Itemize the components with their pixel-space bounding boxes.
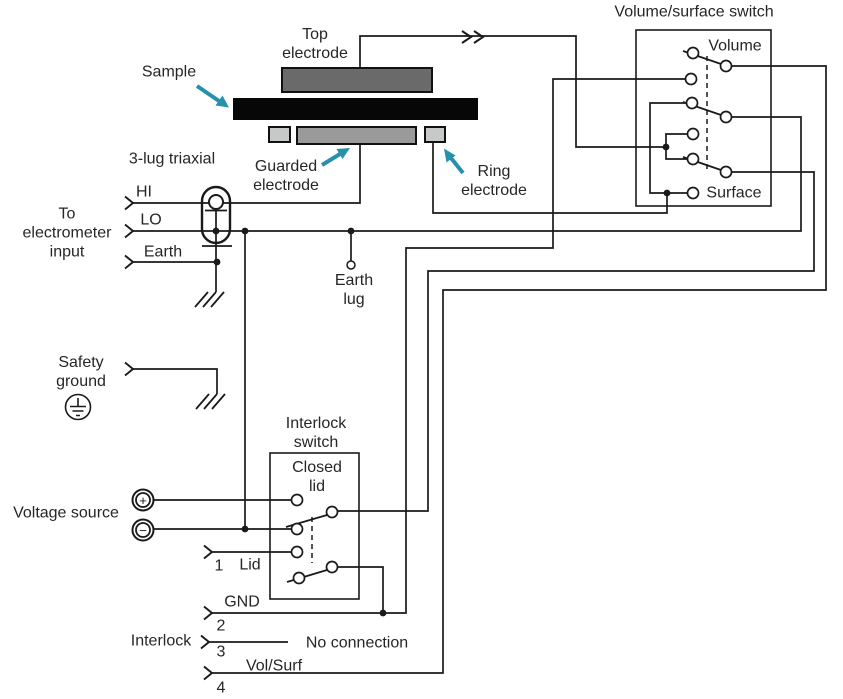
grounds	[64, 291, 226, 421]
junction-dot	[241, 525, 249, 533]
pin3-no-connection-label: No connection	[305, 634, 409, 652]
junction-dots	[212, 143, 671, 617]
contact-interlock-lid	[290, 545, 304, 559]
guarded-electrode-arrow-icon	[320, 148, 350, 167]
wire-volsurf-net	[212, 65, 827, 674]
pin1-chevron	[203, 544, 214, 560]
surface-position-label: Surface	[706, 184, 762, 202]
top-electrode	[281, 67, 433, 93]
sample-label: Sample	[141, 63, 197, 81]
pin2-number: 2	[216, 617, 226, 635]
contact-interlock-common2	[325, 560, 339, 574]
junction-dot	[347, 227, 355, 235]
sample-arrow-icon	[195, 84, 229, 108]
hi-pin-chevron	[124, 195, 135, 211]
triax-connector	[200, 185, 232, 245]
interlock-connector-label: Interlock	[130, 632, 192, 650]
pin3-number: 3	[216, 643, 226, 661]
pin1-number: 1	[214, 557, 224, 575]
safety-ground-label: Safety ground	[56, 354, 106, 390]
contact-interlock-open	[292, 571, 306, 585]
pin-chevrons	[124, 30, 485, 681]
electrode-stack	[233, 67, 478, 145]
contact-s2-lower	[686, 127, 700, 141]
contact-interlock-plus	[290, 493, 304, 507]
contact-s1-lower	[684, 72, 698, 86]
callout-arrows	[195, 84, 465, 175]
interlock-switch-title: Interlock switch	[285, 415, 347, 451]
contact-s2-upper	[685, 96, 699, 110]
earth-lug-label: Earth lug	[334, 272, 374, 308]
voltage-source-terminals: + −	[131, 488, 155, 542]
contact-s1-common	[719, 59, 733, 73]
triax-center-pin	[208, 194, 224, 210]
minus-sign: −	[139, 523, 147, 538]
lo-terminal-label: LO	[140, 211, 162, 229]
electrometer-input-label: To electrometer input	[22, 205, 112, 261]
triax-shell	[200, 185, 232, 245]
triaxial-connector-label: 3-lug triaxial	[128, 150, 216, 168]
hi-terminal-label: HI	[136, 183, 152, 201]
contact-surface-pos	[686, 186, 700, 200]
volume-surface-switch-title: Volume/surface switch	[614, 3, 774, 21]
interlock-switch-box	[269, 452, 360, 600]
wires	[133, 35, 827, 674]
safety-ground-icon	[195, 393, 226, 410]
chassis-ground-icon	[194, 291, 225, 308]
volume-surface-switch-box	[635, 29, 772, 207]
pin2-gnd-label: GND	[224, 593, 260, 611]
contact-volume-pos	[686, 46, 700, 60]
ring-electrode-label: Ring electrode	[461, 163, 527, 199]
earth-pin-chevron	[124, 254, 135, 270]
junction-dot	[213, 258, 221, 266]
contact-interlock-common1	[325, 505, 339, 519]
wire-gnd-net	[212, 78, 685, 614]
plus-sign: +	[139, 493, 147, 508]
safety-ground-chevron	[124, 361, 135, 377]
junction-dot	[662, 143, 670, 151]
switch-contacts	[290, 46, 733, 585]
vminus-terminal: −	[131, 518, 155, 542]
guarded-electrode	[296, 126, 417, 145]
volume-position-label: Volume	[708, 37, 762, 55]
earth-terminal-label: Earth	[143, 243, 183, 261]
contact-interlock-minus	[290, 522, 304, 536]
pin3-chevron	[200, 634, 211, 650]
junction-dot	[212, 227, 220, 235]
contact-s3-common	[719, 165, 733, 179]
sample-bar	[233, 98, 478, 120]
wire-safety-ground	[133, 368, 218, 394]
closed-lid-label: Closed lid	[292, 459, 342, 495]
junction-dot	[241, 227, 249, 235]
earth-lug-terminal	[346, 260, 356, 270]
protective-earth-icon	[64, 393, 92, 421]
pin2-chevron	[203, 605, 214, 621]
pin4-chevron	[203, 665, 214, 681]
guarded-electrode-label: Guarded electrode	[253, 158, 319, 194]
lo-pin-chevron	[124, 223, 135, 239]
pin4-volsurf-label: Vol/Surf	[245, 657, 303, 675]
junction-dot	[663, 189, 671, 197]
contact-s2-common	[719, 110, 733, 124]
wire-s3-interlock	[338, 171, 815, 512]
wire-break-chevrons-icon	[461, 30, 485, 44]
ring-electrode	[424, 126, 446, 143]
guard-left-electrode	[268, 126, 291, 143]
pin4-number: 4	[216, 679, 226, 697]
wire-top-electrode-net	[359, 35, 666, 148]
pin1-lid-label: Lid	[239, 556, 261, 574]
ring-electrode-arrow-icon	[444, 148, 465, 175]
wire-interlock-common2	[327, 566, 384, 613]
wire-ring-net	[432, 141, 668, 214]
wire-lo-net	[133, 116, 802, 232]
contact-s3-upper	[686, 152, 700, 166]
voltage-source-label: Voltage source	[13, 504, 119, 522]
vplus-terminal: +	[131, 488, 155, 512]
top-electrode-label: Top electrode	[282, 26, 348, 62]
junction-dot	[379, 609, 387, 617]
